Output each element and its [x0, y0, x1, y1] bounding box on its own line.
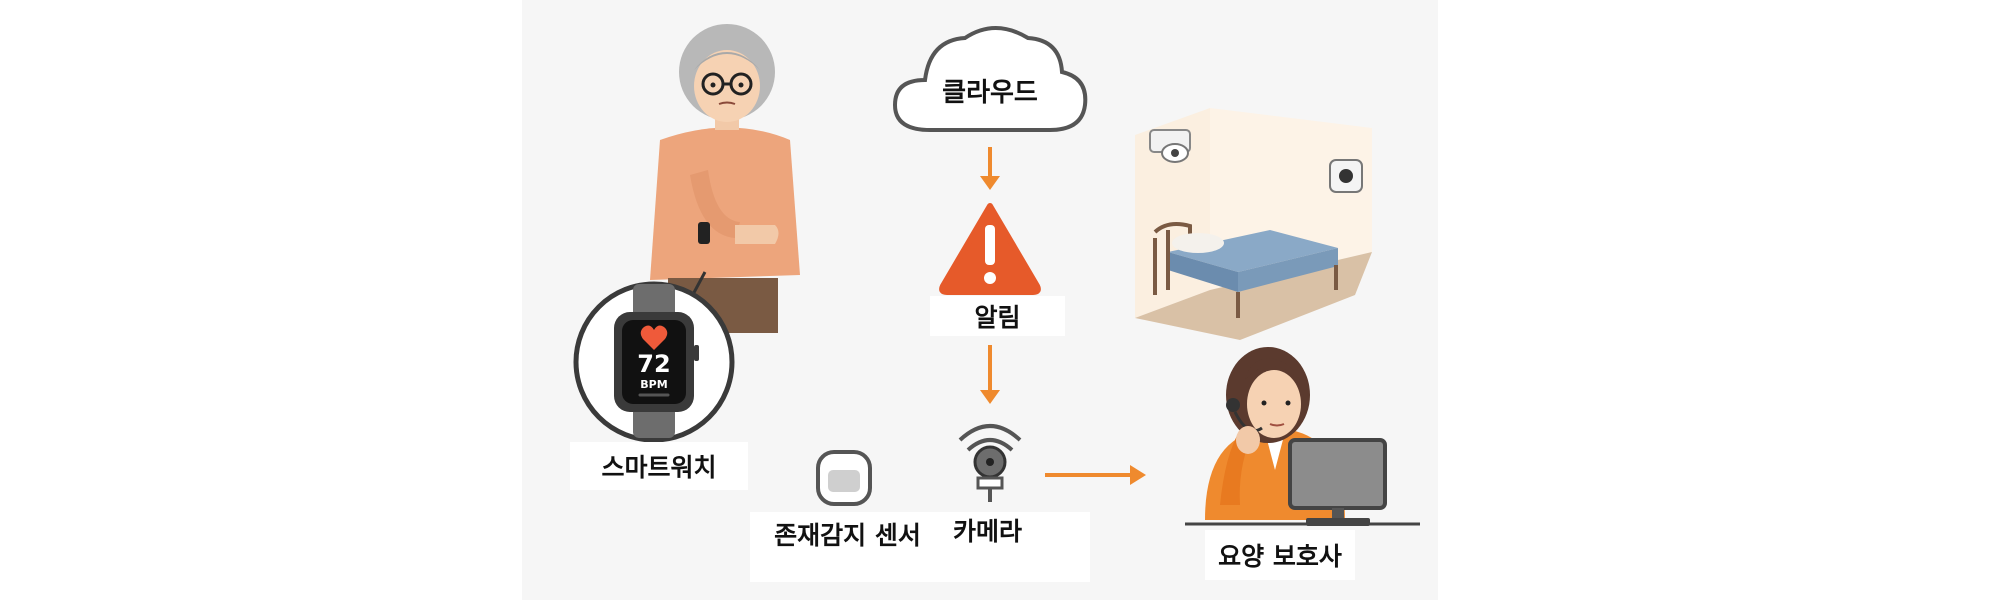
- caregiver-label: 요양 보호사: [1205, 530, 1355, 580]
- camera-icon: [958, 424, 1022, 502]
- wall-sensor-icon: [1329, 159, 1363, 193]
- presence-sensor-icon: [816, 450, 872, 506]
- heart-rate-unit: BPM: [640, 378, 668, 391]
- smartwatch-label: 스마트워치: [570, 442, 748, 490]
- cloud-label: 클라우드: [942, 78, 1038, 108]
- arrow-camera-to-caregiver: [1045, 465, 1146, 485]
- heart-rate-value: 72: [637, 350, 671, 378]
- bottom-label-panel: [750, 512, 1090, 582]
- arrow-alert-to-camera: [980, 345, 1000, 404]
- room-illustration: [1135, 108, 1372, 340]
- cloud-icon: [892, 26, 1088, 132]
- presence-sensor-label: 존재감지 센서: [774, 521, 921, 550]
- alert-label: 알림: [930, 296, 1065, 336]
- ceiling-camera-icon: [1149, 129, 1191, 163]
- smartwatch-closeup: [573, 271, 735, 443]
- desk-monitor-icon: [1185, 438, 1420, 526]
- camera-label: 카메라: [952, 517, 1022, 546]
- arrow-cloud-to-alert: [980, 147, 1000, 190]
- warning-icon: [939, 203, 1041, 295]
